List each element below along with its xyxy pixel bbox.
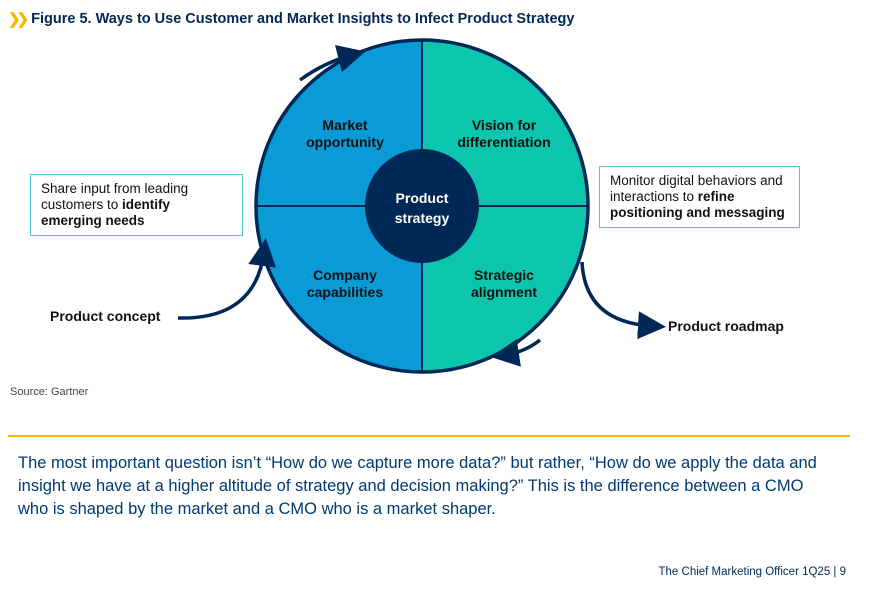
- callout-bold-text: refine positioning and messaging: [610, 189, 785, 220]
- right-callout: Monitor digital behaviors and interactio…: [599, 166, 800, 228]
- quadrant-label: alignment: [471, 284, 537, 300]
- callout-text: Monitor digital behaviors and interactio…: [610, 173, 783, 204]
- product-roadmap-label: Product roadmap: [668, 318, 784, 334]
- quadrant-label: Market: [322, 117, 367, 133]
- callout-bold-text: identify emerging needs: [41, 197, 171, 228]
- quadrant-bottom-right: [422, 206, 588, 372]
- quadrant-bottom-left: [256, 206, 422, 372]
- quadrant-top-right: [422, 40, 588, 206]
- quadrant-label: Vision for: [472, 117, 537, 133]
- body-paragraph: The most important question isn’t “How d…: [18, 454, 817, 518]
- center-label: strategy: [395, 210, 450, 226]
- double-chevron-icon: ❯❯: [8, 11, 29, 28]
- cycle-arrow-top: [298, 44, 366, 82]
- quadrant-label: Company: [313, 267, 377, 283]
- roadmap-arrow: [580, 261, 666, 340]
- product-concept-label: Product concept: [50, 308, 161, 324]
- center-circle: [365, 149, 479, 263]
- quadrant-top-left: [256, 40, 422, 206]
- divider: [8, 435, 850, 437]
- figure-title-text: Figure 5. Ways to Use Customer and Marke…: [31, 11, 575, 27]
- source-note: Source: Gartner: [10, 386, 89, 398]
- page-footer: The Chief Marketing Officer 1Q25 | 9: [658, 566, 847, 578]
- quadrant-label: Strategic: [474, 267, 534, 283]
- cycle-arrow-bottom: [491, 338, 542, 367]
- figure-title: ❯❯ Figure 5. Ways to Use Customer and Ma…: [8, 10, 574, 28]
- callout-text: Share input from leading customers to: [41, 181, 189, 212]
- concept-arrow: [177, 238, 277, 320]
- quadrant-label: capabilities: [307, 284, 383, 300]
- quadrant-label: differentiation: [457, 134, 550, 150]
- center-label: Product: [396, 190, 449, 206]
- left-callout: Share input from leading customers to id…: [30, 174, 243, 236]
- quadrant-label: opportunity: [306, 134, 384, 150]
